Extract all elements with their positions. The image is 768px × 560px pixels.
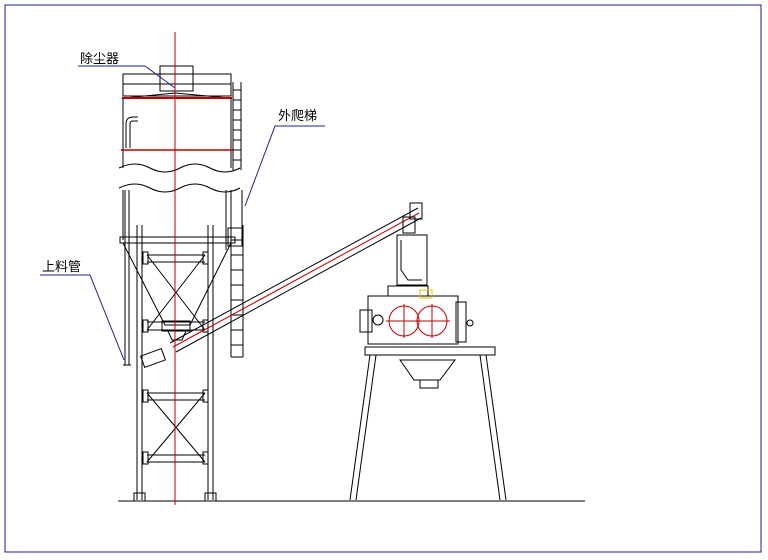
label-outer-ladder: 外爬梯 bbox=[278, 109, 317, 124]
support-tower bbox=[123, 190, 217, 502]
mixer bbox=[349, 234, 507, 501]
leader-feed-pipe bbox=[40, 274, 125, 361]
dust-collector-box bbox=[159, 65, 194, 92]
label-dust-collector: 除尘器 bbox=[80, 52, 119, 67]
drawing-border bbox=[4, 4, 762, 553]
leader-lines bbox=[40, 65, 325, 361]
screw-conveyor bbox=[169, 202, 423, 353]
leader-dust-collector bbox=[78, 65, 176, 89]
label-feed-pipe: 上料管 bbox=[42, 260, 81, 275]
leader-outer-ladder bbox=[244, 125, 325, 207]
